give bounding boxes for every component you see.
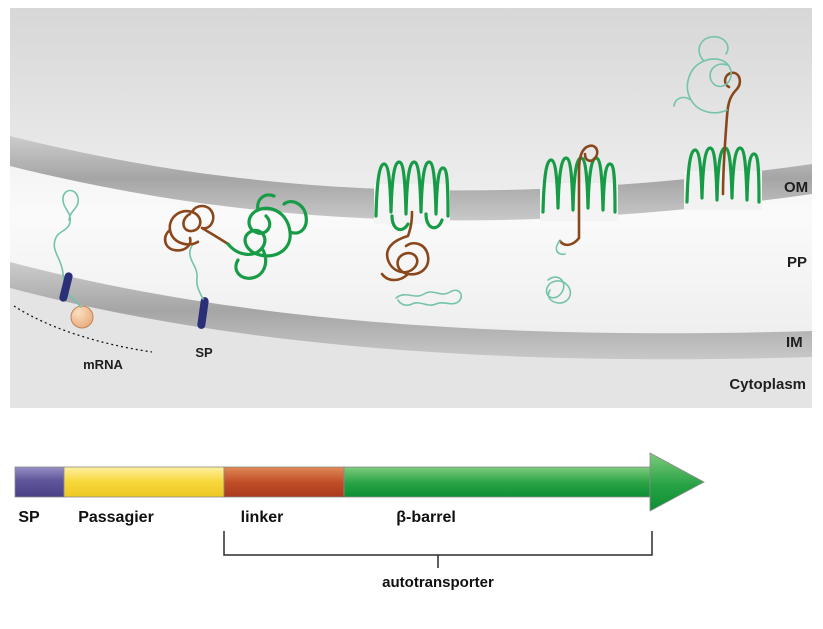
ribosome-icon [70, 305, 94, 329]
stage-barrel-insertion [374, 160, 463, 307]
beta-barrel-domain-label: β-barrel [396, 509, 456, 526]
passenger-coil [380, 210, 430, 282]
mrna-label: mRNA [83, 357, 123, 372]
barrel-periplasmic-loops [390, 212, 444, 232]
beta-barrel-domain-bar [343, 466, 651, 498]
passenger-domain-box [63, 466, 225, 498]
signal-peptide-icon [59, 272, 73, 302]
stage-passenger-translocation [541, 144, 617, 304]
im-label: IM [786, 334, 803, 351]
signal-peptide-icon [197, 297, 209, 329]
barrel-domain-coil [226, 193, 308, 280]
linker-domain-box [223, 466, 345, 498]
passenger-strand [721, 71, 742, 196]
linker-domain-label: linker [241, 509, 284, 526]
extracellular-region [10, 8, 812, 191]
passenger-coil [163, 204, 230, 252]
autotransporter-bracket [223, 531, 653, 568]
om-label: OM [784, 179, 808, 196]
folded-passenger-coil [673, 35, 732, 114]
cytoplasm-label: Cytoplasm [729, 376, 806, 393]
arrowhead-icon [649, 452, 705, 512]
membrane-panel: mRNA SP OM PP [10, 8, 812, 408]
passenger-strand [558, 144, 599, 247]
autotransporter-label: autotransporter [382, 574, 494, 591]
sp-domain-label: SP [18, 509, 40, 526]
stage-periplasmic-intermediate: SP [163, 193, 308, 360]
sp-domain-box [14, 466, 65, 498]
cytoplasm-region [10, 288, 812, 408]
stage-translation: mRNA [13, 189, 153, 372]
domain-map: SP Passagier linker β-barrel autotranspo… [14, 452, 705, 591]
unfolded-chain [395, 289, 463, 307]
stage-surface-folding [673, 35, 761, 204]
unfolded-chain [545, 240, 572, 304]
passenger-domain-label: Passagier [78, 509, 154, 526]
nascent-chain [189, 240, 204, 300]
inner-membrane-band [10, 262, 812, 360]
sp-label: SP [195, 345, 213, 360]
pp-label: PP [787, 254, 807, 271]
